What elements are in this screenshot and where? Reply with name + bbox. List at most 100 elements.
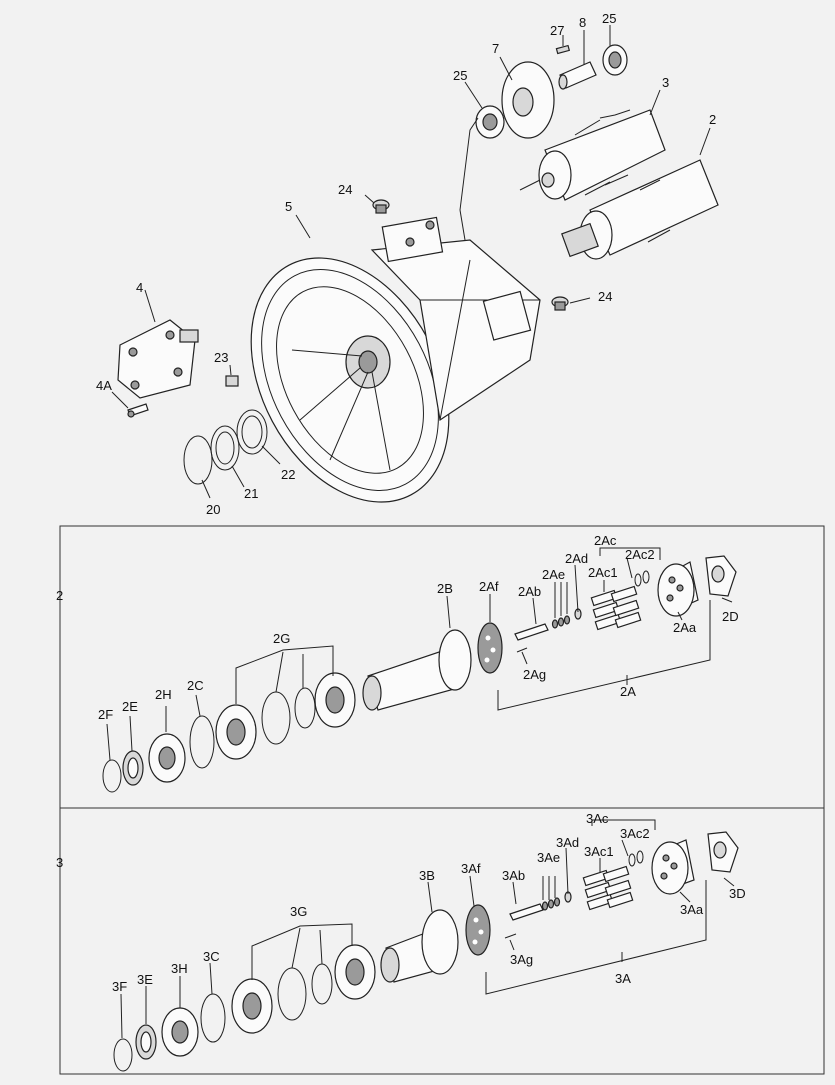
- ring-21: [210, 425, 240, 471]
- label-3H: 3H: [171, 961, 188, 976]
- section-3-leaders: [120, 819, 735, 1039]
- bearing-3H: [161, 1007, 199, 1057]
- shaft-8: [558, 61, 597, 90]
- snap-ring-20: [183, 435, 213, 485]
- plate-3Af: [465, 904, 491, 956]
- label-22: 22: [281, 467, 295, 482]
- label-3Ad: 3Ad: [556, 835, 579, 850]
- housing-flange: [250, 216, 541, 503]
- label-2B: 2B: [437, 581, 453, 596]
- snap-ring-3F: [113, 1038, 133, 1072]
- label-24-right: 24: [598, 289, 612, 304]
- ring-3G-3: [311, 963, 333, 1005]
- label-2E: 2E: [122, 699, 138, 714]
- label-2Aa: 2Aa: [673, 620, 697, 635]
- label-3F: 3F: [112, 979, 127, 994]
- label-2C: 2C: [187, 678, 204, 693]
- key-27: [555, 44, 571, 55]
- valve-plate-2D: [705, 555, 737, 597]
- label-8: 8: [579, 15, 586, 30]
- washers-2Ae: [551, 615, 571, 629]
- pistons-2Ac1: [590, 585, 642, 631]
- ring-2G-2: [261, 691, 291, 745]
- bearing-25-left: [475, 105, 505, 139]
- gear-7: [501, 61, 555, 139]
- label-3Ac1: 3Ac1: [584, 844, 614, 859]
- label-3Ab: 3Ab: [502, 868, 525, 883]
- shaft-assembly-3: [538, 109, 666, 201]
- pin-3Ag: [504, 933, 517, 939]
- bearing-25-right: [602, 44, 628, 76]
- section-3: 3Ac 3Ac2 3Ad 3Ac1 3Ae 3Af 3Ab 3B 3D 3Aa …: [112, 811, 746, 1072]
- label-3Ac: 3Ac: [586, 811, 609, 826]
- label-2D: 2D: [722, 609, 739, 624]
- pin-2Ab: [514, 623, 549, 641]
- bearing-3G-4: [334, 944, 376, 1000]
- pump-4: [117, 319, 199, 399]
- section-3-index: 3: [56, 855, 63, 870]
- label-2Ac: 2Ac: [594, 533, 617, 548]
- bearing-3G-1: [231, 978, 273, 1034]
- section-2: 2Ac 2Ad 2Ac2 2Ae 2Ac1 2B 2Af 2Ab 2D 2Aa …: [98, 533, 739, 793]
- nut-3E: [135, 1024, 157, 1060]
- label-2Ad: 2Ad: [565, 551, 588, 566]
- label-2: 2: [709, 112, 716, 127]
- plug-24-right: [551, 296, 569, 311]
- label-21: 21: [244, 486, 258, 501]
- label-2Ab: 2Ab: [518, 584, 541, 599]
- pin-3Ab: [509, 903, 544, 921]
- label-2H: 2H: [155, 687, 172, 702]
- label-4: 4: [136, 280, 143, 295]
- label-3: 3: [662, 75, 669, 90]
- label-23: 23: [214, 350, 228, 365]
- label-3G: 3G: [290, 904, 307, 919]
- label-5: 5: [285, 199, 292, 214]
- plate-2Af: [477, 622, 503, 674]
- cylinder-3Aa: [651, 839, 695, 895]
- rings-2Ac2: [634, 570, 650, 587]
- label-2Ac2: 2Ac2: [625, 547, 655, 562]
- label-3B: 3B: [419, 868, 435, 883]
- bolt-4A: [127, 403, 149, 418]
- ring-22: [236, 409, 268, 455]
- pistons-3Ac1: [582, 865, 634, 911]
- plug-23: [225, 375, 239, 387]
- label-2Ac1: 2Ac1: [588, 565, 618, 580]
- plug-24-top: [372, 199, 390, 214]
- label-3C: 3C: [203, 949, 220, 964]
- cylinder-2Aa: [657, 561, 699, 617]
- bearing-2G-1: [215, 704, 257, 760]
- main-assembly: 27 8 25 7 25 3 2 24 5 4 24 23 4A 22 21 2…: [96, 11, 719, 517]
- label-3E: 3E: [137, 972, 153, 987]
- label-2Ag: 2Ag: [523, 667, 546, 682]
- shaft-assembly-2: [561, 159, 719, 260]
- label-25-left: 25: [453, 68, 467, 83]
- label-3Ag: 3Ag: [510, 952, 533, 967]
- snap-ring-2F: [102, 759, 122, 793]
- shaft-2B: [362, 629, 472, 711]
- label-4A: 4A: [96, 378, 112, 393]
- section-2-leaders: [106, 547, 733, 761]
- label-2G: 2G: [273, 631, 290, 646]
- bearing-2G-4: [314, 672, 356, 728]
- label-3A: 3A: [615, 971, 631, 986]
- label-27: 27: [550, 23, 564, 38]
- rings-3Ac2: [628, 850, 644, 867]
- label-3D: 3D: [729, 886, 746, 901]
- pin-2Ag: [516, 647, 528, 653]
- label-7: 7: [492, 41, 499, 56]
- label-2Ae: 2Ae: [542, 567, 565, 582]
- label-25-right: 25: [602, 11, 616, 26]
- ring-3C: [200, 993, 226, 1043]
- label-2Af: 2Af: [479, 579, 499, 594]
- top-leaders: [111, 25, 711, 499]
- section-2-index: 2: [56, 588, 63, 603]
- section-frame: [59, 525, 825, 1075]
- label-3Aa: 3Aa: [680, 902, 704, 917]
- ring-2C: [189, 715, 215, 769]
- ring-2G-3: [294, 687, 316, 729]
- bearing-2H: [148, 733, 186, 783]
- label-2A: 2A: [620, 684, 636, 699]
- label-3Ae: 3Ae: [537, 850, 560, 865]
